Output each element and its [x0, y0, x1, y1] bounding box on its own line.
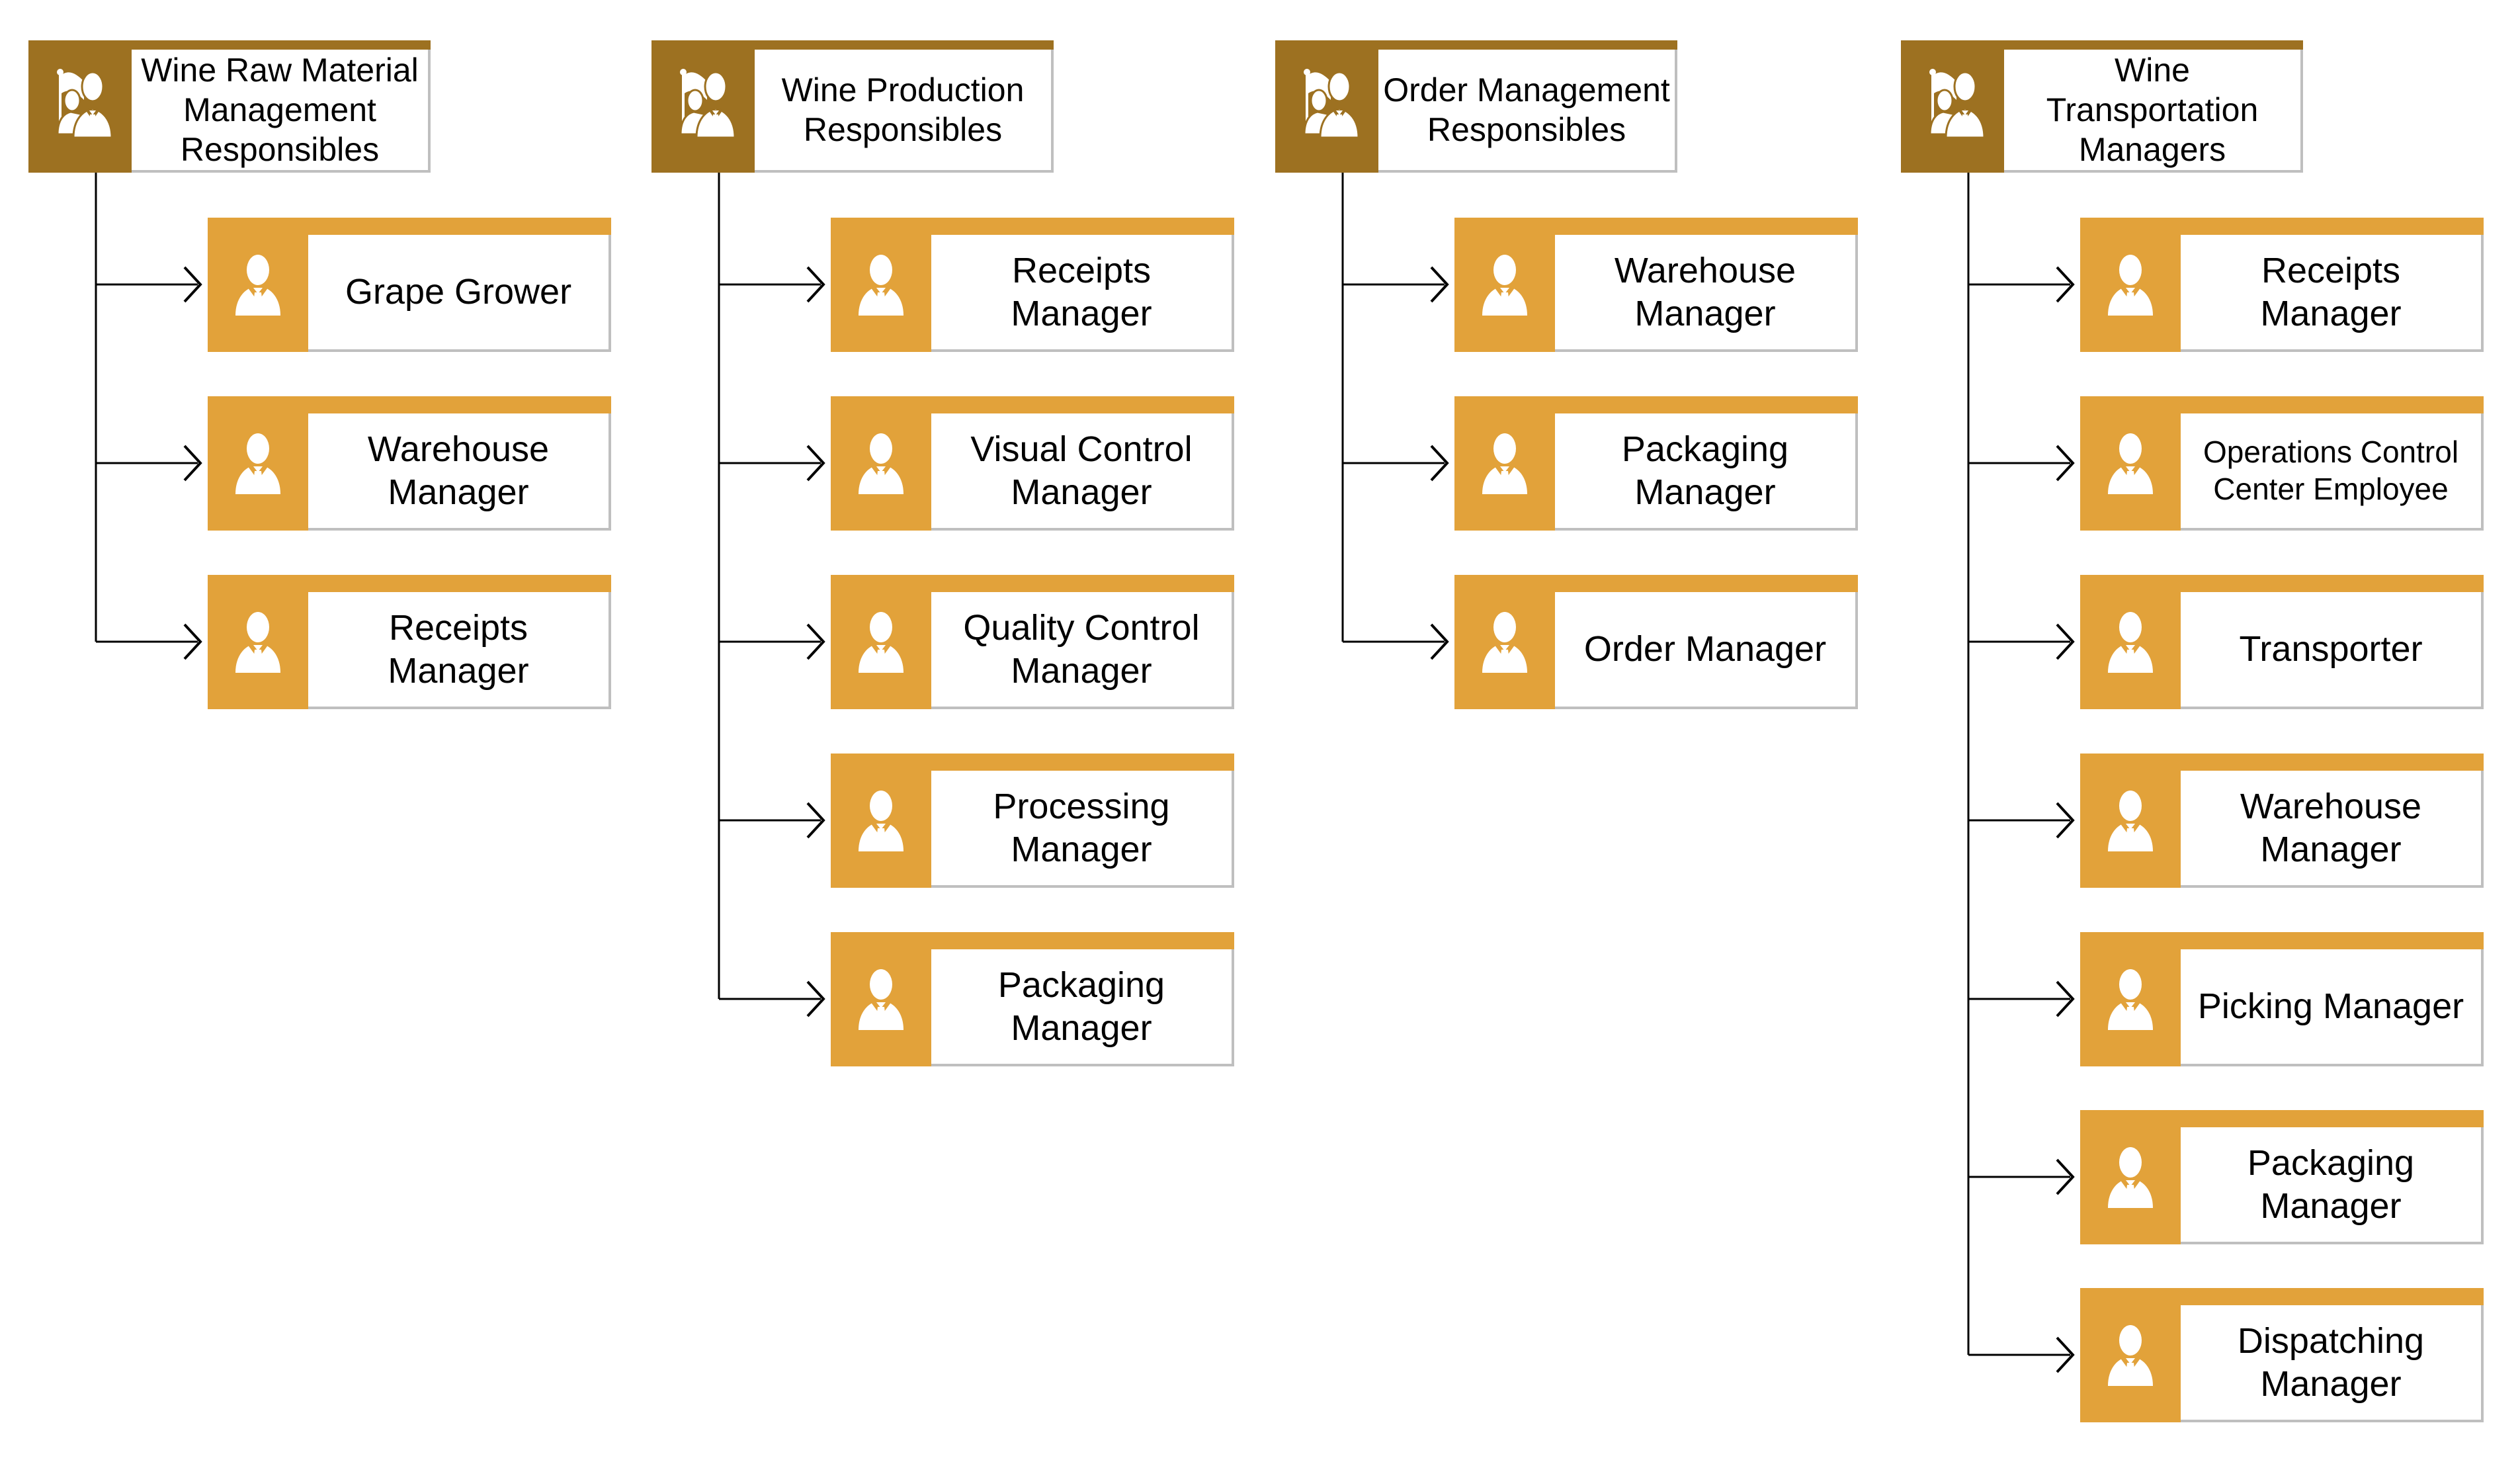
- role-box-visual-control-manager: Visual Control Manager: [831, 396, 1234, 531]
- role-box-grape-grower: Grape Grower: [208, 218, 611, 352]
- group-label: Wine Production Responsibles: [781, 71, 1025, 148]
- group-label-panel: Wine Transportation Managers: [2004, 50, 2303, 173]
- role-label: Visual Control Manager: [970, 429, 1193, 512]
- role-label-panel: Packaging Manager: [1555, 413, 1858, 531]
- role-box-packaging-manager: Packaging Manager: [831, 932, 1234, 1066]
- person-icon: [831, 218, 931, 352]
- role-label: Picking Manager: [2197, 986, 2464, 1027]
- role-label-panel: Transporter: [2181, 592, 2484, 709]
- role-label: Grape Grower: [345, 272, 572, 312]
- person-icon: [1454, 218, 1555, 352]
- role-box-packaging-manager: Packaging Manager: [2080, 1110, 2484, 1244]
- role-label-panel: Receipts Manager: [2181, 235, 2484, 352]
- role-box-packaging-manager: Packaging Manager: [1454, 396, 1858, 531]
- person-icon: [1454, 396, 1555, 531]
- role-box-receipts-manager: Receipts Manager: [831, 218, 1234, 352]
- role-label-panel: Packaging Manager: [931, 949, 1234, 1066]
- role-label-panel: Warehouse Manager: [308, 413, 611, 531]
- group-label-panel: Wine Raw Material Management Responsible…: [132, 50, 431, 173]
- role-label-panel: Warehouse Manager: [1555, 235, 1858, 352]
- role-box-warehouse-manager: Warehouse Manager: [208, 396, 611, 531]
- role-label-panel: Processing Manager: [931, 771, 1234, 888]
- role-label-panel: Receipts Manager: [308, 592, 611, 709]
- group-header-wine-transportation: Wine Transportation Managers: [1901, 40, 2303, 173]
- role-box-picking-manager: Picking Manager: [2080, 932, 2484, 1066]
- role-label-panel: Dispatching Manager: [2181, 1305, 2484, 1422]
- role-label: Receipts Manager: [388, 607, 529, 691]
- role-label: Processing Manager: [993, 786, 1170, 869]
- role-label: Receipts Manager: [2260, 250, 2402, 333]
- role-label: Packaging Manager: [2247, 1142, 2415, 1226]
- role-box-processing-manager: Processing Manager: [831, 754, 1234, 888]
- role-box-quality-control-manager: Quality Control Manager: [831, 575, 1234, 709]
- role-box-receipts-manager: Receipts Manager: [208, 575, 611, 709]
- person-icon: [2080, 1288, 2181, 1422]
- person-icon: [831, 575, 931, 709]
- role-box-operations-control-center-employee: Operations Control Center Employee: [2080, 396, 2484, 531]
- role-label: Receipts Manager: [1011, 250, 1152, 333]
- group-label: Wine Transportation Managers: [2046, 52, 2259, 168]
- role-label-panel: Order Manager: [1555, 592, 1858, 709]
- person-icon: [2080, 754, 2181, 888]
- role-label-panel: Packaging Manager: [2181, 1127, 2484, 1244]
- role-box-warehouse-manager: Warehouse Manager: [1454, 218, 1858, 352]
- team-flag-icon: [1275, 40, 1378, 173]
- role-label-panel: Picking Manager: [2181, 949, 2484, 1066]
- person-icon: [208, 218, 308, 352]
- role-box-dispatching-manager: Dispatching Manager: [2080, 1288, 2484, 1422]
- person-icon: [2080, 932, 2181, 1066]
- person-icon: [2080, 1110, 2181, 1244]
- group-header-wine-raw-material: Wine Raw Material Management Responsible…: [28, 40, 431, 173]
- role-label: Warehouse Manager: [367, 429, 550, 512]
- role-label-panel: Visual Control Manager: [931, 413, 1234, 531]
- role-label: Packaging Manager: [1621, 429, 1789, 512]
- person-icon: [1454, 575, 1555, 709]
- role-label-panel: Warehouse Manager: [2181, 771, 2484, 888]
- person-icon: [2080, 575, 2181, 709]
- role-label: Quality Control Manager: [963, 607, 1200, 691]
- role-label-panel: Operations Control Center Employee: [2181, 413, 2484, 531]
- role-label: Warehouse Manager: [1614, 250, 1796, 333]
- person-icon: [2080, 218, 2181, 352]
- group-header-order-management: Order Management Responsibles: [1275, 40, 1677, 173]
- team-flag-icon: [1901, 40, 2004, 173]
- role-label-panel: Quality Control Manager: [931, 592, 1234, 709]
- role-box-warehouse-manager: Warehouse Manager: [2080, 754, 2484, 888]
- person-icon: [208, 575, 308, 709]
- role-label: Packaging Manager: [997, 965, 1165, 1048]
- role-box-order-manager: Order Manager: [1454, 575, 1858, 709]
- role-box-transporter: Transporter: [2080, 575, 2484, 709]
- role-box-receipts-manager: Receipts Manager: [2080, 218, 2484, 352]
- role-label-panel: Receipts Manager: [931, 235, 1234, 352]
- group-label: Order Management Responsibles: [1383, 71, 1670, 148]
- person-icon: [2080, 396, 2181, 531]
- role-label: Warehouse Manager: [2240, 786, 2422, 869]
- group-header-wine-production: Wine Production Responsibles: [651, 40, 1054, 173]
- person-icon: [831, 396, 931, 531]
- role-label: Operations Control Center Employee: [2203, 435, 2459, 506]
- person-icon: [208, 396, 308, 531]
- group-label-panel: Wine Production Responsibles: [755, 50, 1054, 173]
- person-icon: [831, 932, 931, 1066]
- role-label: Dispatching Manager: [2237, 1320, 2425, 1404]
- group-label: Wine Raw Material Management Responsible…: [141, 52, 419, 168]
- role-label: Order Manager: [1583, 629, 1827, 669]
- role-label-panel: Grape Grower: [308, 235, 611, 352]
- person-icon: [831, 754, 931, 888]
- team-flag-icon: [28, 40, 132, 173]
- group-label-panel: Order Management Responsibles: [1378, 50, 1677, 173]
- team-flag-icon: [651, 40, 755, 173]
- role-label: Transporter: [2239, 629, 2423, 669]
